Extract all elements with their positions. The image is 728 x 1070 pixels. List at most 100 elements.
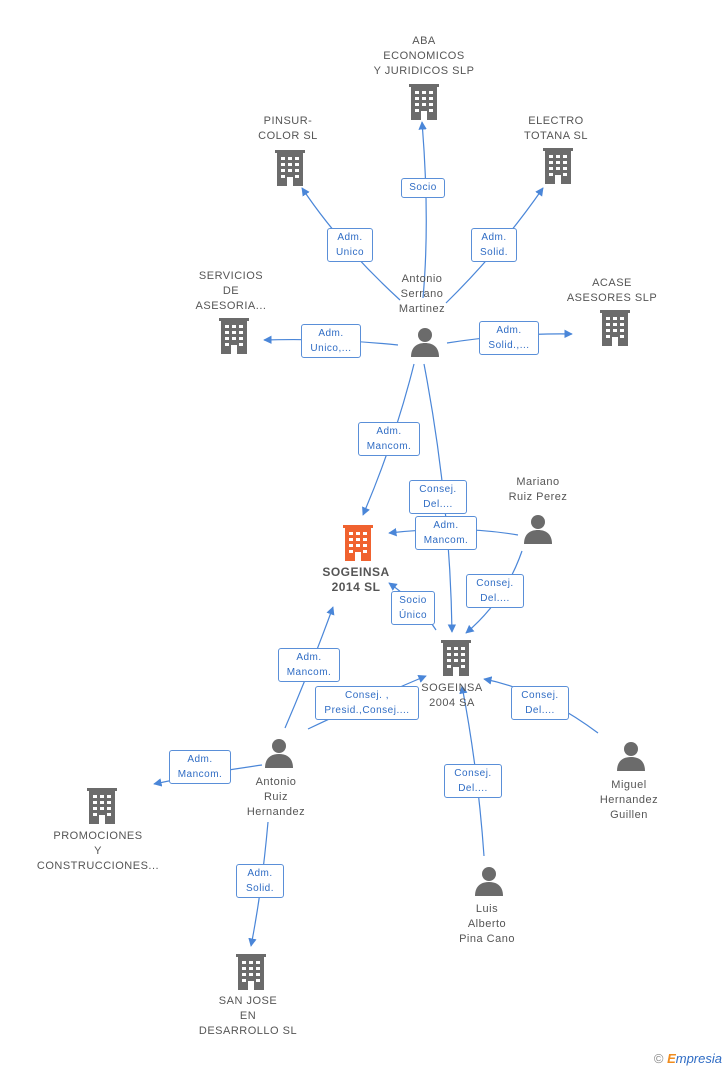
node-sogeinsa2014-line: 2014 SL xyxy=(331,580,381,594)
node-sanjose-line: EN xyxy=(239,1010,257,1022)
node-antonio-serrano-line: Serrano xyxy=(400,288,444,300)
edge-label-line: Socio xyxy=(409,182,437,193)
sogeinsa2014-icon xyxy=(343,525,373,561)
edge-label-adm-solid-acase[interactable]: Adm. Solid.,... xyxy=(479,321,539,355)
edge-label-consej-mariano[interactable]: Consej.Del.... xyxy=(466,574,524,608)
miguel-icon xyxy=(617,742,645,771)
edge-label-line: Adm. xyxy=(296,652,322,663)
edge-label-adm-mancom-ruiz[interactable]: Adm. Mancom. xyxy=(278,648,340,682)
edge-label-line: Solid.,... xyxy=(488,340,530,351)
edge-label-adm-mancom-serrano[interactable]: Adm. Mancom. xyxy=(358,422,420,456)
edge-label-line: Consej. xyxy=(476,578,514,589)
edge-label-line: Unico xyxy=(335,247,365,258)
edge-label-line: Adm. xyxy=(337,232,363,243)
edge-label-line: Solid. xyxy=(479,247,508,258)
node-antonio-serrano-line: Antonio xyxy=(401,273,443,285)
node-luis-line: Luis xyxy=(475,903,499,915)
sogeinsa2004-icon xyxy=(441,640,471,676)
edge-label-line: Del.... xyxy=(525,705,555,716)
edge-label-line: Consej. , xyxy=(345,690,389,701)
node-aba-line: ECONOMICOS xyxy=(383,50,465,62)
edge-label-line: Mancom. xyxy=(177,769,223,780)
node-pinsur[interactable]: PINSUR- COLOR SL xyxy=(198,114,378,144)
edge-label-line: Adm. xyxy=(496,325,522,336)
edge-label-line: Consej. xyxy=(419,484,457,495)
edge-label-adm-unico-servicios[interactable]: Adm. Unico,... xyxy=(301,324,361,358)
edge-label-socio-aba[interactable]: Socio xyxy=(401,178,445,198)
edge-label-consej-serrano[interactable]: Consej. Del.... xyxy=(409,480,467,514)
acase-icon xyxy=(600,310,630,346)
edge-label-line: Adm. xyxy=(318,328,344,339)
pinsur-icon xyxy=(275,150,305,186)
node-antonio-ruiz-line: Ruiz xyxy=(263,791,288,803)
node-antonio-ruiz-line: Hernandez xyxy=(246,806,306,818)
node-luis-line: Alberto xyxy=(467,918,507,930)
node-sanjose-line: SAN JOSE xyxy=(218,995,278,1007)
edge-label-line: Del.... xyxy=(423,499,453,510)
edge-label-adm-unico-pinsur[interactable]: Adm. Unico xyxy=(327,228,373,262)
aba-icon xyxy=(409,84,439,120)
node-electro-line: ELECTRO xyxy=(528,115,584,127)
edge-label-adm-mancom-promociones[interactable]: Adm. Mancom. xyxy=(169,750,231,784)
edge-label-line: Adm. xyxy=(187,754,213,765)
sanjose-icon xyxy=(236,954,266,990)
edge-label-line: Mancom. xyxy=(286,667,332,678)
edge-label-line: Mancom. xyxy=(423,535,469,546)
node-mariano-line: Mariano xyxy=(516,476,560,488)
edge-label-line: Único xyxy=(398,610,428,621)
node-servicios-line: DE xyxy=(222,285,240,297)
servicios-icon xyxy=(219,318,249,354)
edge-label-line: Mancom. xyxy=(366,441,412,452)
edge-label-line: Consej. xyxy=(521,690,559,701)
node-servicios-line: SERVICIOS xyxy=(198,270,264,282)
empresia-watermark[interactable]: © Empresia xyxy=(654,1051,722,1066)
edge-label-line: Presid.,Consej.... xyxy=(324,705,410,716)
node-sogeinsa2004[interactable]: SOGEINSA 2004 SA xyxy=(362,681,542,711)
node-pinsur-line: PINSUR- xyxy=(263,115,313,127)
node-miguel-line: Miguel xyxy=(611,779,647,791)
edge-label-line: Adm. xyxy=(433,520,459,531)
node-pinsur-line: COLOR SL xyxy=(258,130,318,142)
edge-label-consej-presid-ruiz[interactable]: Consej. , Presid.,Consej.... xyxy=(315,686,419,720)
edge-label-line: Unico,... xyxy=(310,343,352,354)
edge-label-line: Adm. xyxy=(376,426,402,437)
mariano-icon xyxy=(524,515,552,544)
node-aba-line: ABA xyxy=(412,35,436,47)
edge-serrano-aba xyxy=(418,121,427,299)
edge-label-consej-luis[interactable]: Consej.Del.... xyxy=(444,764,502,798)
antonio-serrano-icon xyxy=(411,328,439,357)
node-antonio-serrano-line: Martinez xyxy=(398,303,446,315)
node-luis-line: Pina Cano xyxy=(459,933,515,945)
edge-label-consej-miguel[interactable]: Consej. Del.... xyxy=(511,686,569,720)
node-antonio-ruiz-line: Antonio xyxy=(255,776,297,788)
node-sogeinsa2004-line: 2004 SA xyxy=(429,697,475,709)
node-electro-line: TOTANA SL xyxy=(523,130,588,142)
node-promociones-line: Y xyxy=(94,845,102,857)
brand-initial: E xyxy=(667,1051,676,1066)
node-acase-line: ACASE xyxy=(592,277,632,289)
node-sogeinsa2014-line: SOGEINSA xyxy=(322,565,390,579)
node-miguel-line: Hernandez xyxy=(599,794,659,806)
edge-label-adm-solid-electro[interactable]: Adm.Solid. xyxy=(471,228,517,262)
edge-label-adm-solid-sanjose[interactable]: Adm.Solid. xyxy=(236,864,284,898)
node-sogeinsa2004-line: SOGEINSA xyxy=(421,682,483,694)
antonio-ruiz-icon xyxy=(265,739,293,768)
edge-label-adm-mancom-mariano[interactable]: Adm. Mancom. xyxy=(415,516,477,550)
edge-label-line: Consej. xyxy=(454,768,492,779)
brand-name: mpresia xyxy=(675,1051,722,1066)
node-electro[interactable]: ELECTRO TOTANA SL xyxy=(466,114,646,144)
edge-label-line: Solid. xyxy=(245,883,274,894)
